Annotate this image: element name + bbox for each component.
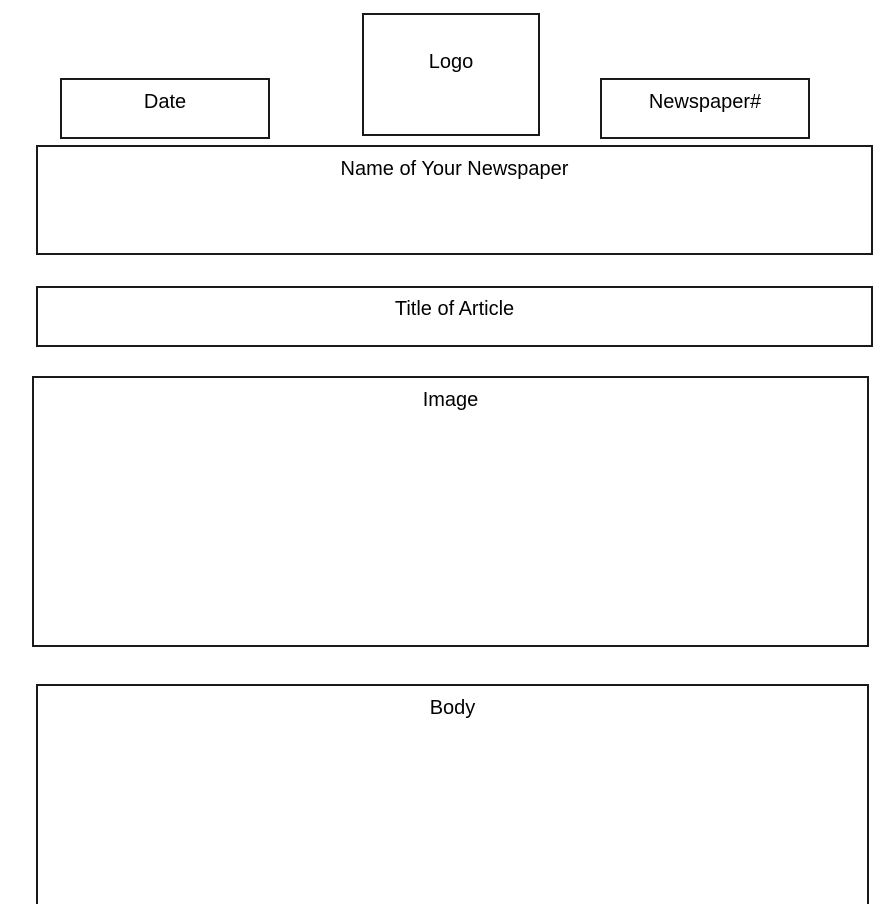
image-label: Image bbox=[422, 389, 479, 411]
newspaper-name-box: Name of Your Newspaper bbox=[36, 145, 873, 255]
logo-box: Logo bbox=[362, 13, 540, 136]
newspaper-number-label: Newspaper# bbox=[648, 91, 762, 113]
logo-label: Logo bbox=[428, 51, 474, 73]
body-label: Body bbox=[429, 697, 476, 719]
newspaper-number-box: Newspaper# bbox=[600, 78, 810, 139]
article-title-box: Title of Article bbox=[36, 286, 873, 347]
article-title-label: Title of Article bbox=[394, 298, 515, 320]
body-box: Body bbox=[36, 684, 869, 904]
date-box: Date bbox=[60, 78, 270, 139]
newspaper-name-label: Name of Your Newspaper bbox=[340, 158, 569, 180]
date-label: Date bbox=[143, 91, 187, 113]
image-box: Image bbox=[32, 376, 869, 647]
